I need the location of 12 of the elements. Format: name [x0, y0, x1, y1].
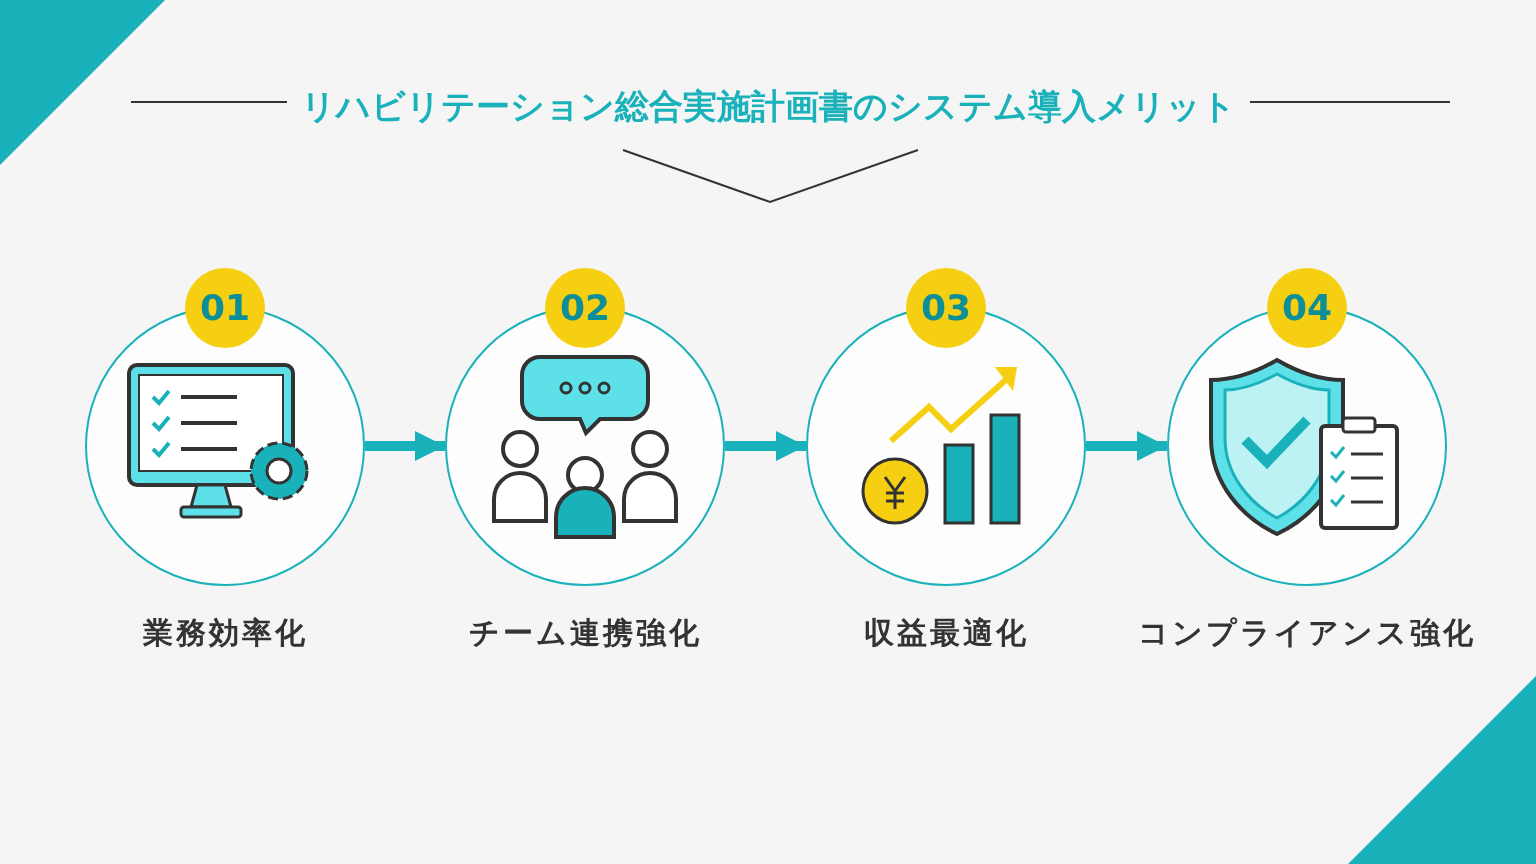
title: リハビリテーション総合実施計画書のシステム導入メリット: [286, 86, 1250, 126]
number-badge: 04: [1267, 268, 1347, 348]
step-label: 収益最適化: [863, 614, 1029, 652]
number-badge: 03: [906, 268, 986, 348]
arrow: [365, 431, 445, 461]
arrow: [1086, 431, 1167, 461]
step-label: チーム連携強化: [468, 614, 702, 652]
arrow: [725, 431, 806, 461]
number-badge: 01: [185, 268, 265, 348]
step-label: 業務効率化: [142, 614, 308, 652]
step-label: コンプライアンス強化: [1138, 614, 1476, 652]
number-badge: 02: [545, 268, 625, 348]
